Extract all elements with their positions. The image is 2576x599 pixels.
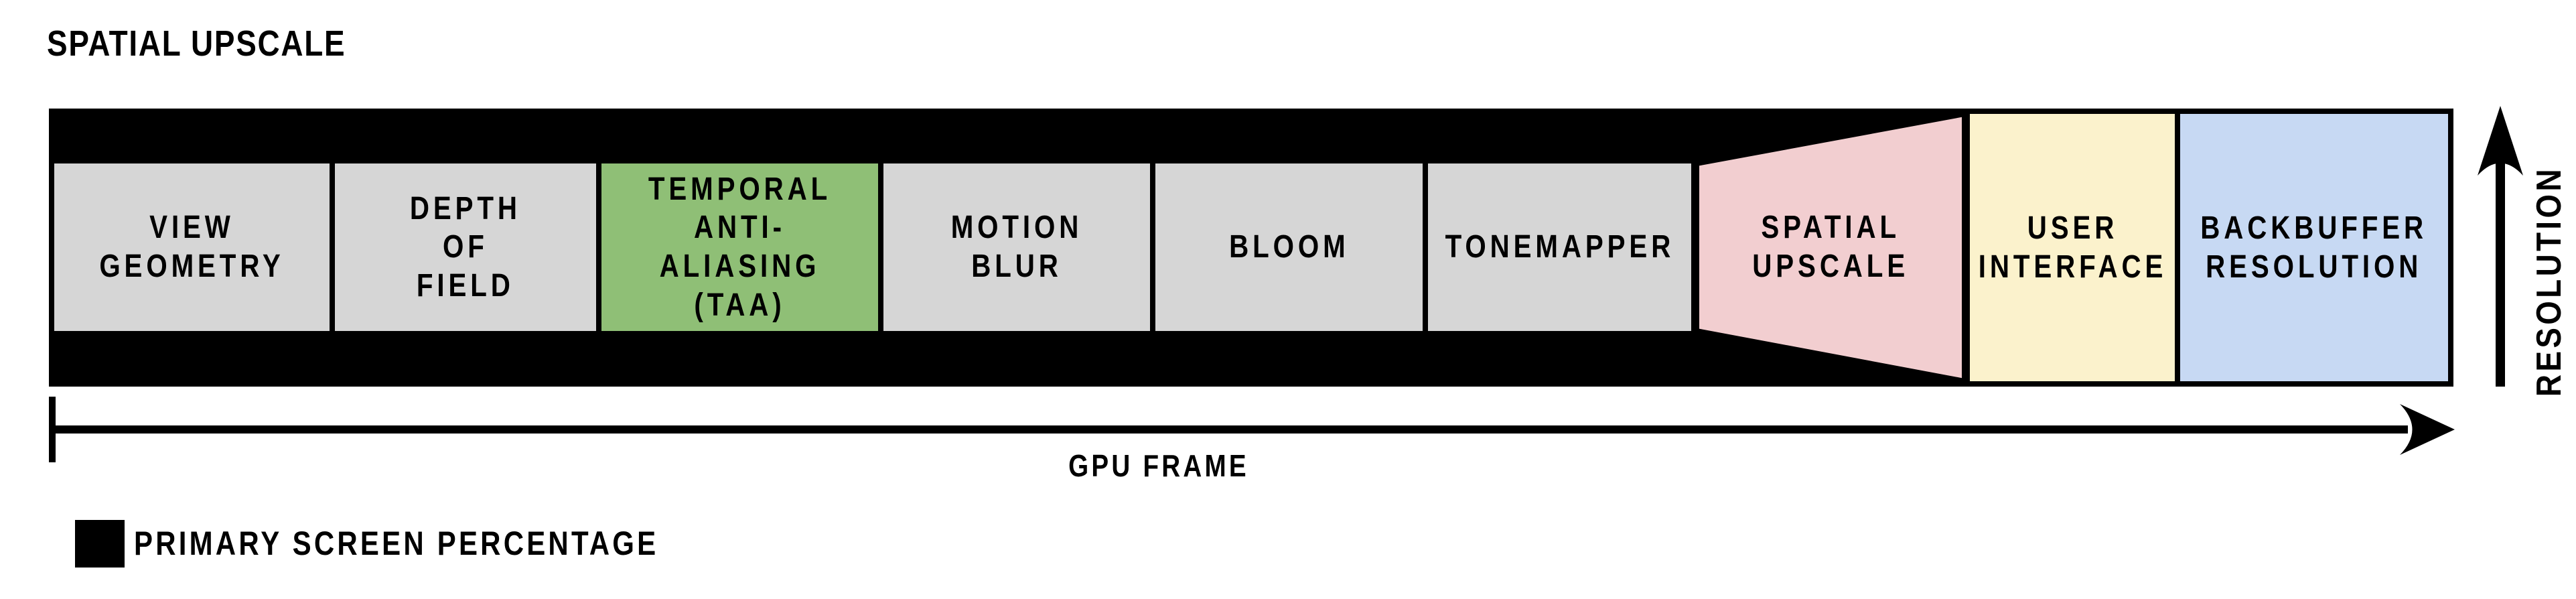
gpu-frame-axis-label: GPU FRAME [1068, 448, 1249, 483]
stage-motion-blur: MOTION BLUR [883, 163, 1150, 331]
stage-bloom-label: BLOOM [1228, 229, 1350, 265]
stage-depth-of-field-label: DEPTH OF FIELD [409, 190, 522, 304]
legend-swatch [75, 520, 125, 568]
stage-spatial-upscale-label: SPATIAL UPSCALE [1752, 210, 1909, 284]
gpu-frame-axis [49, 397, 2455, 462]
stage-motion-blur-label: MOTION BLUR [950, 210, 1083, 284]
stage-user-interface: USER INTERFACE [1964, 109, 2180, 387]
stage-tonemapper-label: TONEMAPPER [1445, 229, 1674, 265]
gpu-frame-axis-arrowhead-icon [2400, 404, 2455, 455]
resolution-axis-label: RESOLUTION [2530, 166, 2569, 397]
resolution-axis-line [2496, 151, 2505, 387]
stage-tonemapper: TONEMAPPER [1428, 163, 1691, 331]
stage-view-geometry: VIEW GEOMETRY [54, 163, 330, 331]
stage-backbuffer-resolution: BACKBUFFER RESOLUTION [2175, 109, 2453, 387]
stage-temporal-anti-aliasing: TEMPORAL ANTI-ALIASING (TAA) [601, 163, 878, 331]
resolution-axis-arrowhead-icon [2478, 106, 2523, 176]
stage-user-interface-label: USER INTERFACE [1978, 210, 2167, 285]
page-title: SPATIAL UPSCALE [47, 23, 346, 64]
stage-temporal-anti-aliasing-label: TEMPORAL ANTI-ALIASING (TAA) [648, 171, 832, 323]
stage-view-geometry-label: VIEW GEOMETRY [99, 210, 285, 284]
stage-bloom: BLOOM [1155, 163, 1423, 331]
gpu-frame-axis-line [49, 425, 2408, 434]
stage-depth-of-field: DEPTH OF FIELD [335, 163, 596, 331]
legend-label: PRIMARY SCREEN PERCENTAGE [134, 525, 659, 562]
stage-spatial-upscale: SPATIAL UPSCALE [1697, 163, 1964, 331]
resolution-axis [2478, 106, 2523, 387]
stage-backbuffer-resolution-label: BACKBUFFER RESOLUTION [2200, 210, 2428, 285]
